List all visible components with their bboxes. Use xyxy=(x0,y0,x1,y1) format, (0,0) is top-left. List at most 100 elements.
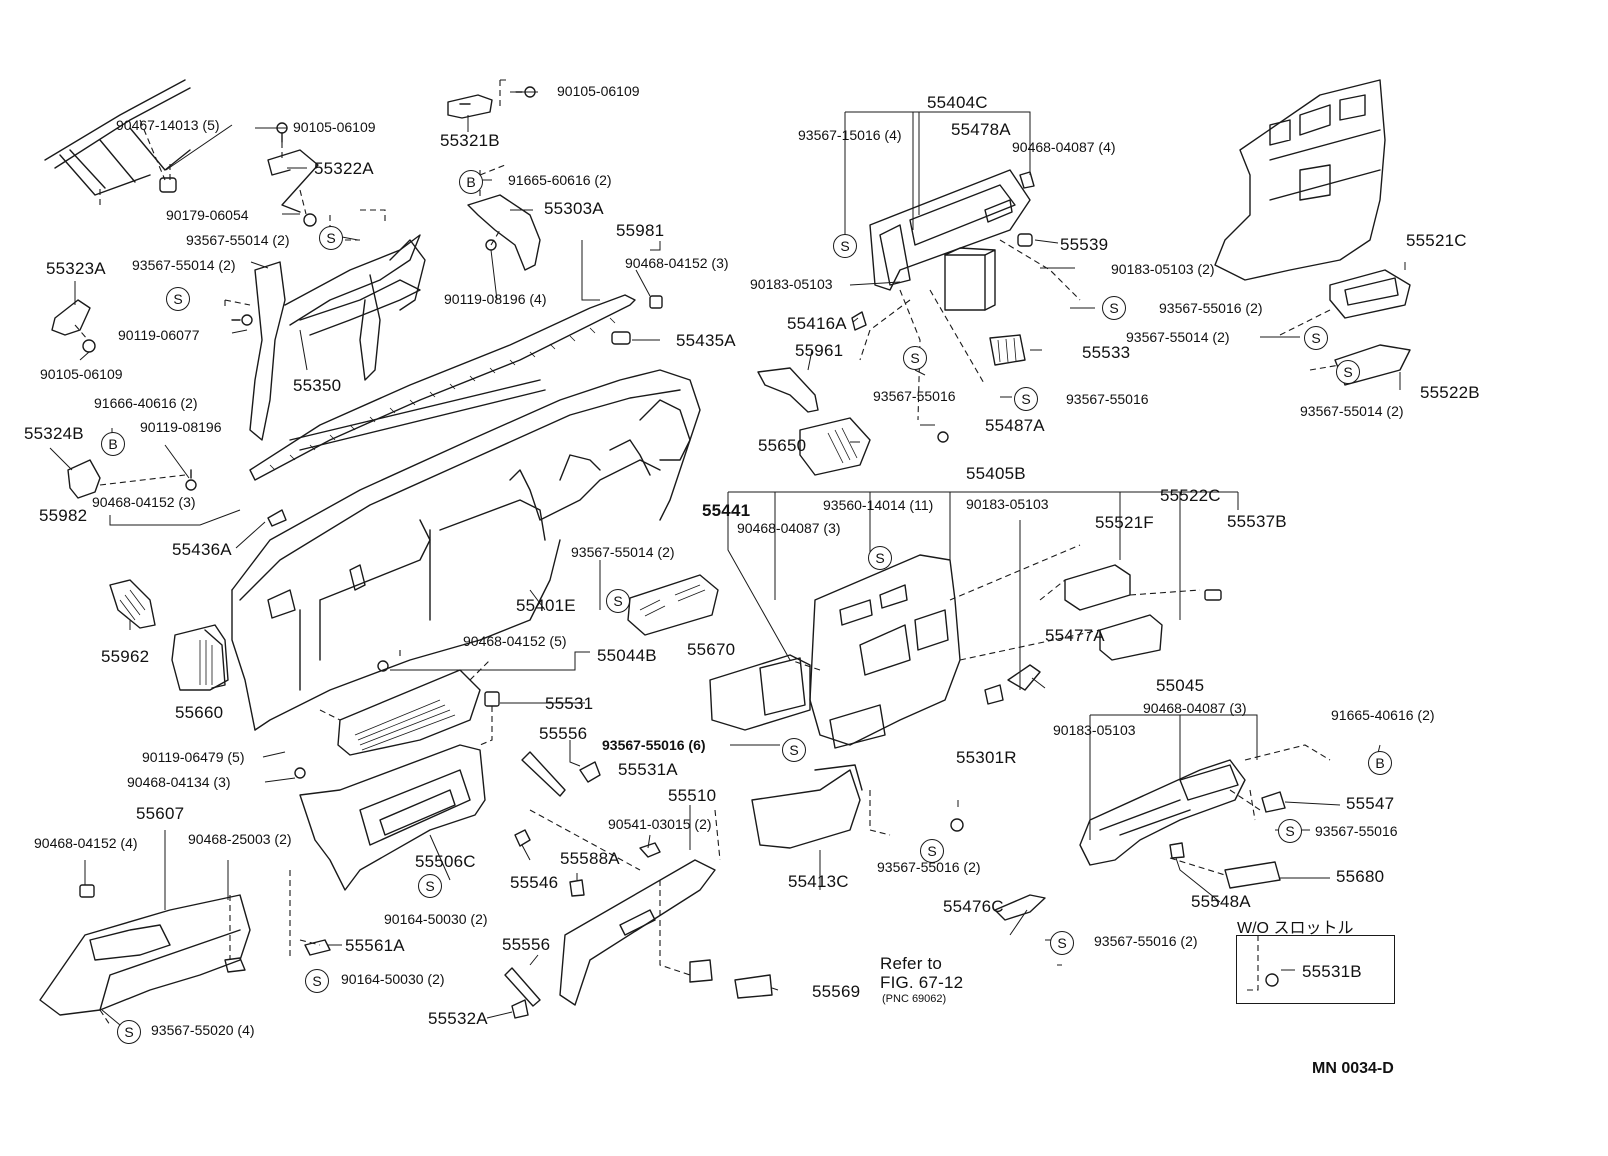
callout-93567-55014-d: 93567-55014 (2) xyxy=(1300,403,1404,419)
callout-90468-04087-3b: 90468-04087 (3) xyxy=(1143,700,1247,716)
frame-55350 xyxy=(224,209,426,441)
callout-90105-06109-left: 90105-06109 xyxy=(40,366,123,382)
callout-90468-25003: 90468-25003 (2) xyxy=(188,831,292,847)
marker-s-2: S xyxy=(166,287,190,311)
leader-lines xyxy=(49,91,1406,1031)
marker-s-14: S xyxy=(606,589,630,613)
callout-91666-40616: 91666-40616 (2) xyxy=(94,395,198,411)
marker-s-12: S xyxy=(1336,360,1360,384)
part-90183-05103 xyxy=(984,684,1004,705)
marker-b-91666: B xyxy=(101,432,125,456)
callout-93567-55014-c: 93567-55014 (2) xyxy=(1126,329,1230,345)
switch-55680 xyxy=(1224,861,1281,889)
bracket-55413c xyxy=(751,764,863,849)
marker-s-9: S xyxy=(903,346,927,370)
grille-55533 xyxy=(989,334,1026,366)
vent-55660 xyxy=(171,624,229,691)
part-55569 xyxy=(689,959,773,999)
clip-90468-04152 xyxy=(649,295,663,309)
bracket-55322a xyxy=(267,149,319,213)
callout-90179-06054: 90179-06054 xyxy=(166,207,249,223)
callout-91665-40616: 91665-40616 (2) xyxy=(1331,707,1435,723)
callout-55533: 55533 xyxy=(1082,343,1131,362)
defroster-corner-drawing xyxy=(44,79,191,205)
callout-90468-04152-3a: 90468-04152 (3) xyxy=(625,255,729,271)
callout-55522c: 55522C xyxy=(1160,486,1221,505)
marker-s-5: S xyxy=(117,1020,141,1044)
glove-box-55506c xyxy=(289,744,486,960)
part-55546 xyxy=(514,829,531,847)
callout-55416a: 55416A xyxy=(787,314,847,333)
callout-55413c: 55413C xyxy=(788,872,849,891)
bracket-55323a xyxy=(51,299,91,336)
cluster-bezel-55404c xyxy=(869,169,1031,311)
callout-55569: 55569 xyxy=(812,982,861,1001)
callout-93567-15016: 93567-15016 (4) xyxy=(798,127,902,143)
callout-55405b: 55405B xyxy=(966,464,1026,483)
part-55435a xyxy=(611,331,631,345)
pocket-55521f xyxy=(1064,564,1131,611)
callout-93567-55016-2a: 93567-55016 (2) xyxy=(1159,300,1263,316)
callout-55556-upper: 55556 xyxy=(539,724,588,743)
callout-55561a: 55561A xyxy=(345,936,405,955)
callout-55404c: 55404C xyxy=(927,93,988,112)
part-55531a xyxy=(579,761,601,783)
callout-55962: 55962 xyxy=(101,647,150,666)
callout-93567-55016-2c: 93567-55016 (2) xyxy=(1094,933,1198,949)
callout-55660: 55660 xyxy=(175,703,224,722)
callout-55522b: 55522B xyxy=(1420,383,1480,402)
callout-55303a: 55303A xyxy=(544,199,604,218)
part-55588a xyxy=(569,879,585,897)
callout-55322a: 55322A xyxy=(314,159,374,178)
callout-90105-06109-right: 90105-06109 xyxy=(557,83,640,99)
callout-55680: 55680 xyxy=(1336,867,1385,886)
marker-s-8: S xyxy=(1102,296,1126,320)
callout-55537b: 55537B xyxy=(1227,512,1287,531)
screw-90541 xyxy=(639,842,661,858)
marker-s-17: S xyxy=(1050,931,1074,955)
bracket-55321b xyxy=(447,94,493,119)
callout-55532a: 55532A xyxy=(428,1009,488,1028)
callout-55546: 55546 xyxy=(510,873,559,892)
clip-55531 xyxy=(484,691,500,707)
callout-55477a: 55477A xyxy=(1045,626,1105,645)
rod-55556-lower xyxy=(504,967,541,1007)
part-55961 xyxy=(757,367,819,413)
grille-55962 xyxy=(109,579,156,629)
ref-line-1: Refer to xyxy=(880,954,943,973)
callout-55961: 55961 xyxy=(795,341,844,360)
callout-55301r: 55301R xyxy=(956,748,1017,767)
diagram-code: MN 0034-D xyxy=(1312,1060,1394,1077)
callout-91665-60616: 91665-60616 (2) xyxy=(508,172,612,188)
part-55561a xyxy=(304,939,331,956)
callout-55324b: 55324B xyxy=(24,424,84,443)
marker-s-4: S xyxy=(305,969,329,993)
instrument-panel-55401e xyxy=(231,369,701,731)
note-clip-55531b xyxy=(1265,973,1279,987)
pocket-55521c xyxy=(1329,269,1411,319)
marker-s-15: S xyxy=(1278,819,1302,843)
callout-90468-04152-3b: 90468-04152 (3) xyxy=(92,494,196,510)
callout-93567-55016-c: 93567-55016 xyxy=(1315,823,1398,839)
bracket-55324b xyxy=(67,459,101,499)
callout-55547: 55547 xyxy=(1346,794,1395,813)
clip-90468-04087 xyxy=(1019,171,1035,189)
marker-s-11: S xyxy=(1304,326,1328,350)
part-55539 xyxy=(1017,233,1033,247)
callout-55044b: 55044B xyxy=(597,646,657,665)
marker-s-7: S xyxy=(833,234,857,258)
callout-55650: 55650 xyxy=(758,436,807,455)
marker-s-3: S xyxy=(418,874,442,898)
callout-55521c: 55521C xyxy=(1406,231,1467,250)
part-55532a xyxy=(511,999,529,1019)
marker-s-10: S xyxy=(1014,387,1038,411)
callout-55588a: 55588A xyxy=(560,849,620,868)
callout-93567-55014-b: 93567-55014 (2) xyxy=(132,257,236,273)
note-title: W/O スロットル xyxy=(1237,920,1354,937)
callout-90164-50030-b: 90164-50030 (2) xyxy=(341,971,445,987)
callout-55506c: 55506C xyxy=(415,852,476,871)
marker-b-91665-40616: B xyxy=(1368,751,1392,775)
callout-55531a: 55531A xyxy=(618,760,678,779)
callout-90468-04134: 90468-04134 (3) xyxy=(127,774,231,790)
